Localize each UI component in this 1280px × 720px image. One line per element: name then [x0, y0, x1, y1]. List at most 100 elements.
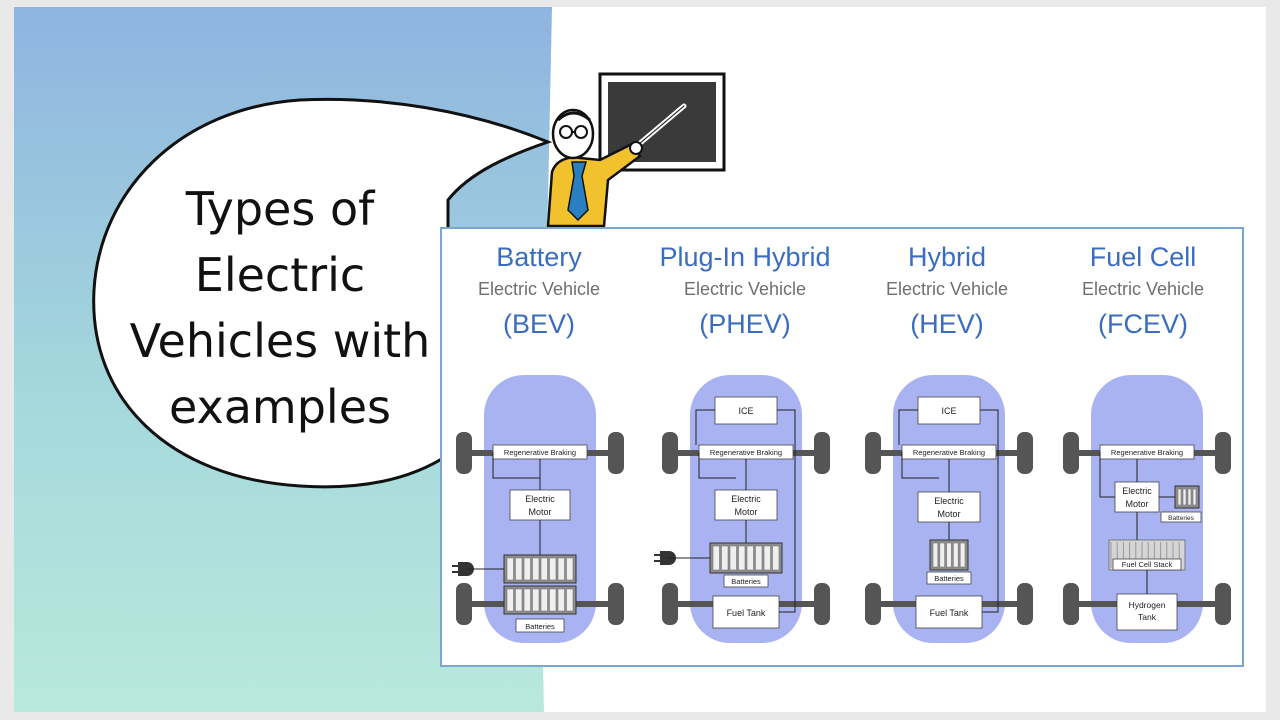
- batteries-box: [926, 571, 972, 585]
- battery-cell: [1192, 488, 1197, 506]
- column-header-fcev: Fuel Cell Electric Vehicle (FCEV): [1033, 240, 1253, 344]
- battery-pack: [503, 554, 577, 584]
- wheel: [814, 432, 830, 474]
- fuel-tank-box: [712, 595, 780, 629]
- slide-title: Types of Electric Vehicles with examples: [105, 176, 455, 440]
- connector-line: [777, 409, 796, 613]
- battery-pack: [503, 585, 577, 615]
- vehicle-abbr: (BEV): [502, 309, 575, 339]
- battery-cell: [755, 545, 763, 571]
- vehicle-abbr: (HEV): [910, 309, 984, 339]
- fuel-tank-label: Fuel Tank: [727, 608, 766, 618]
- presenter-hand: [629, 141, 643, 155]
- title-line: examples: [169, 380, 391, 434]
- wheel: [814, 583, 830, 625]
- plug-icon: [452, 562, 474, 576]
- motor-label: Motor: [937, 509, 960, 519]
- battery-cell: [712, 545, 720, 571]
- battery-cell: [566, 557, 574, 581]
- plug-icon: [654, 551, 676, 565]
- vehicle-subtitle: Electric Vehicle: [1081, 279, 1205, 299]
- regen-label: Regenerative Braking: [504, 448, 576, 457]
- vehicle-name: Plug-In Hybrid: [659, 242, 831, 272]
- battery-cell: [721, 545, 729, 571]
- motor-label: Electric: [1122, 486, 1152, 496]
- battery-cell: [1187, 488, 1192, 506]
- regen-label: Regenerative Braking: [1111, 448, 1183, 457]
- battery-cell: [746, 545, 754, 571]
- battery-cell: [557, 557, 565, 581]
- wheel: [1063, 432, 1079, 474]
- battery-cell: [953, 542, 959, 568]
- title-line: Vehicles with: [129, 314, 431, 368]
- regen-label: Regenerative Braking: [913, 448, 985, 457]
- battery-cell: [939, 542, 945, 568]
- wheel: [1063, 583, 1079, 625]
- connector-line: [492, 452, 540, 479]
- ice-box: [714, 396, 778, 425]
- motor-label: Motor: [1125, 499, 1148, 509]
- column-header-hev: Hybrid Electric Vehicle (HEV): [837, 240, 1057, 344]
- vehicle-diagram-phev: Regenerative BrakingICEElectricMotorBatt…: [654, 375, 830, 643]
- column-header-phev: Plug-In Hybrid Electric Vehicle (PHEV): [635, 240, 855, 344]
- vehicle-name: Hybrid: [907, 242, 987, 272]
- hydrogen-label: Tank: [1138, 612, 1157, 622]
- presenter-head: [551, 108, 595, 160]
- battery-cell: [946, 542, 952, 568]
- motor-box: [509, 489, 571, 521]
- connector-line: [695, 409, 715, 445]
- motor-label: Electric: [525, 494, 555, 504]
- battery-cell: [549, 588, 557, 612]
- vehicle-abbr: (FCEV): [1098, 309, 1188, 339]
- vehicle-diagram-hev: Regenerative BrakingICEElectricMotorBatt…: [865, 375, 1033, 643]
- batteries-label: Batteries: [731, 577, 761, 586]
- wheel: [662, 583, 678, 625]
- connector-line: [1099, 452, 1115, 498]
- vehicle-name: Battery: [496, 242, 582, 272]
- battery-cell: [763, 545, 771, 571]
- battery-pack: [709, 542, 783, 574]
- batteries-label: Batteries: [525, 622, 555, 631]
- batteries-label: Batteries: [934, 574, 964, 583]
- batteries-box: [1160, 511, 1202, 523]
- wheel: [865, 583, 881, 625]
- connector-line: [698, 452, 736, 479]
- fuel-cell-label: Fuel Cell Stack: [1122, 560, 1173, 569]
- motor-label: Motor: [528, 507, 551, 517]
- connector-line: [898, 409, 918, 445]
- battery-cell: [506, 588, 514, 612]
- wheel: [1215, 583, 1231, 625]
- vehicle-name: Fuel Cell: [1089, 242, 1197, 272]
- battery-cell: [566, 588, 574, 612]
- wheel: [456, 432, 472, 474]
- vehicle-subtitle: Electric Vehicle: [477, 279, 601, 299]
- vehicle-diagram-bev: Regenerative BrakingElectricMotorBatteri…: [452, 375, 624, 643]
- hydrogen-tank-box: [1116, 593, 1178, 631]
- vehicle-diagram-fcev: Regenerative BrakingElectricMotorBatteri…: [1063, 375, 1231, 643]
- battery-cell: [523, 588, 531, 612]
- battery-cell: [506, 557, 514, 581]
- wheel: [1017, 583, 1033, 625]
- motor-box: [917, 491, 981, 523]
- vehicle-abbr: (PHEV): [699, 309, 791, 339]
- battery-cell: [932, 542, 939, 568]
- wheel: [608, 432, 624, 474]
- batteries-box: [515, 618, 565, 633]
- vehicle-subtitle: Electric Vehicle: [683, 279, 807, 299]
- wheel: [608, 583, 624, 625]
- regen-label: Regenerative Braking: [710, 448, 782, 457]
- battery-cell: [1177, 488, 1182, 506]
- battery-cell: [523, 557, 531, 581]
- wheel: [865, 432, 881, 474]
- battery-cell: [1182, 488, 1187, 506]
- motor-label: Motor: [734, 507, 757, 517]
- wheel: [1215, 432, 1231, 474]
- battery-cell: [532, 588, 540, 612]
- wheel: [1017, 432, 1033, 474]
- battery-cell: [515, 588, 523, 612]
- fuel-tank-label: Fuel Tank: [930, 608, 969, 618]
- wheel: [456, 583, 472, 625]
- motor-label: Electric: [731, 494, 761, 504]
